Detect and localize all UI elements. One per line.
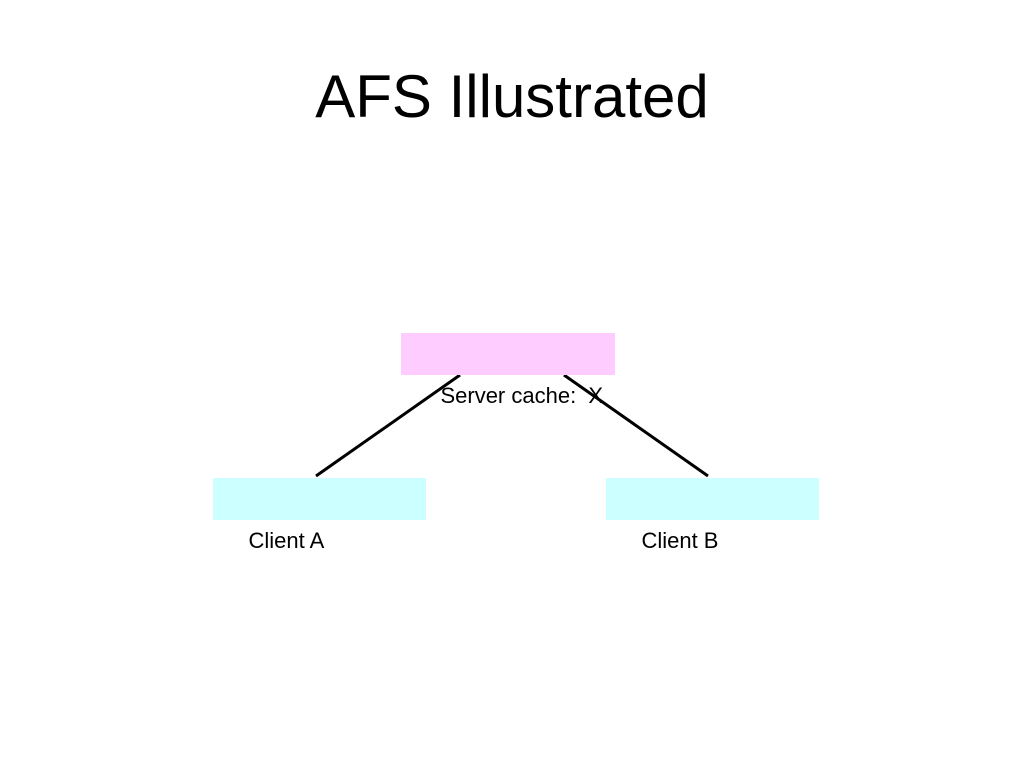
server-cache-label: Server cache: X [440,383,604,408]
slide-title: AFS Illustrated [315,63,709,130]
server-cache-box: Server cache: X [401,333,615,408]
client-a-box: Client A [213,478,426,553]
connector-server-client-b [563,373,709,478]
client-b-box: Client B [606,478,819,553]
client-a-label: Client A [248,528,325,553]
client-b-label: Client B [641,528,719,553]
connector-server-client-a [315,373,461,478]
